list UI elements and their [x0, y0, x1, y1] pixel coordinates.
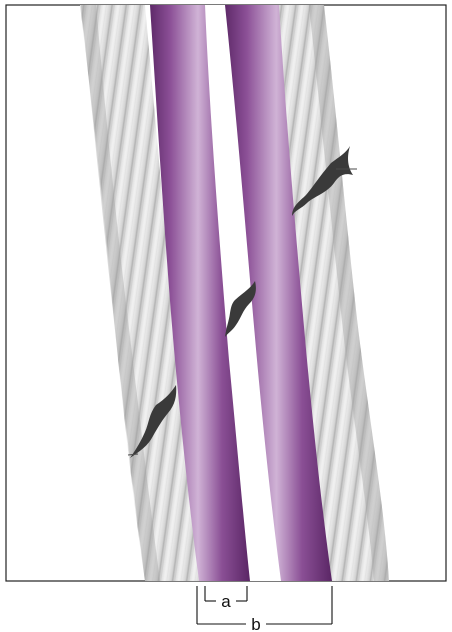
- dimension-b: [197, 586, 332, 624]
- label-b: b: [251, 615, 260, 632]
- label-a: a: [221, 592, 231, 611]
